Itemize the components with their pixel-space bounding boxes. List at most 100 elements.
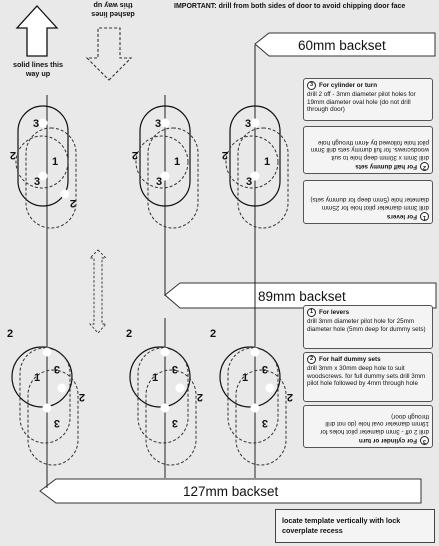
pilot-hole	[60, 189, 70, 199]
lever-circle-solid	[219, 346, 281, 408]
note-title: For levers	[386, 213, 417, 221]
important-note: IMPORTANT: drill from both sides of door…	[174, 3, 406, 10]
hole-number-1: 1	[264, 156, 270, 168]
pilot-hole	[265, 383, 275, 393]
hole-number-2: 2	[210, 328, 216, 340]
upper-group-89: 3 3 1 2	[132, 105, 199, 229]
hole-number-2: 2	[70, 197, 76, 209]
lever-circle-solid	[129, 346, 191, 408]
hole-number-3: 3	[34, 176, 40, 188]
hole-number-2: 2	[222, 149, 228, 161]
pilot-hole	[250, 171, 260, 181]
pilot-hole	[57, 383, 67, 393]
backset-arrow-127	[39, 478, 422, 504]
note-body: drill 3mm diameter pilot hole for 25mm d…	[310, 196, 429, 211]
oval-slot-dashed	[145, 369, 197, 466]
hole-number-3: 3	[54, 417, 60, 429]
solid-up-arrow	[15, 5, 59, 57]
pilot-hole	[42, 347, 52, 357]
lever-circle-solid	[11, 346, 73, 408]
hole-number-1: 1	[242, 372, 248, 384]
oval-slot-solid	[139, 105, 191, 207]
hole-number-2: 2	[126, 328, 132, 340]
note-title: For levers	[319, 308, 350, 316]
pilot-hole	[160, 171, 170, 181]
solid-lines-label: solid lines this way up	[13, 60, 63, 78]
lower-group-89: 2 1 3 2 3	[126, 328, 203, 466]
lever-circle-dashed	[15, 135, 69, 189]
backset-label-127: 127mm backset	[183, 484, 279, 499]
note-body: drill 2 off - 3mm diameter pilot holes f…	[307, 91, 416, 114]
oval-slot-dashed	[237, 127, 289, 229]
oval-slot-dashed	[147, 127, 199, 229]
oval-slot-dashed	[25, 127, 77, 229]
note-body: drill 2 off - 3mm diameter pilot holes f…	[320, 412, 429, 435]
note-title: For cylinder or turn	[358, 437, 417, 445]
oval-slot-dashed	[27, 369, 79, 466]
oval-slot-solid	[17, 105, 69, 207]
note-number: 1	[420, 212, 429, 221]
backset-label-89: 89mm backset	[258, 289, 346, 304]
hole-number-3: 3	[246, 176, 252, 188]
hole-number-1: 1	[174, 156, 180, 168]
note-number: 3	[420, 436, 429, 445]
backset-label-60: 60mm backset	[298, 38, 386, 53]
hole-number-1: 1	[34, 372, 40, 384]
pilot-hole	[250, 347, 260, 357]
hole-number-2: 2	[10, 149, 16, 161]
hole-number-3: 3	[262, 363, 268, 375]
lever-circle-dashed	[225, 135, 279, 189]
hole-number-3: 3	[245, 118, 251, 130]
note-number: 2	[307, 355, 316, 364]
vertical-dashed-arrow	[88, 249, 108, 334]
hole-number-3: 3	[156, 176, 162, 188]
pilot-hole	[175, 383, 185, 393]
pilot-hole	[250, 118, 260, 128]
hole-number-3: 3	[33, 118, 39, 130]
pilot-hole	[160, 403, 170, 413]
pilot-hole	[250, 403, 260, 413]
oval-slot-dashed	[235, 369, 287, 466]
lever-circle-dashed	[135, 135, 189, 189]
lower-group-60: 2 1 3 2 3	[210, 328, 293, 466]
hole-number-2: 2	[79, 391, 85, 403]
hole-number-1: 1	[152, 372, 158, 384]
pilot-hole	[160, 118, 170, 128]
hole-number-3: 3	[54, 363, 60, 375]
upper-group-60: 3 3 1 2	[222, 105, 289, 229]
hole-number-3: 3	[172, 417, 178, 429]
oval-slot-solid	[229, 105, 281, 207]
dashed-lines-label: dashed lines this way up	[91, 1, 135, 19]
pilot-hole	[38, 118, 48, 128]
lower-group-127: 2 1 3 2 3	[7, 328, 85, 466]
note-title: For cylinder or turn	[319, 81, 378, 89]
note-title: For half dummy sets	[319, 355, 381, 363]
hole-number-2: 2	[197, 391, 203, 403]
note-body: drill 3mm x 30mm deep hole to suit woods…	[307, 365, 426, 388]
hole-number-3: 3	[155, 118, 161, 130]
hole-number-1: 1	[52, 156, 58, 168]
hole-number-3: 3	[172, 363, 178, 375]
hole-number-3: 3	[262, 417, 268, 429]
note-body: drill 3mm diameter pilot hole for 25mm d…	[307, 318, 426, 333]
hole-number-2: 2	[287, 391, 293, 403]
note-number: 2	[420, 162, 429, 171]
note-body: drill 3mm x 30mm deep hole to suit woods…	[310, 138, 429, 161]
pilot-hole	[160, 347, 170, 357]
hole-number-2: 2	[7, 328, 13, 340]
pilot-hole	[38, 171, 48, 181]
hole-number-2: 2	[132, 149, 138, 161]
note-number: 1	[307, 308, 316, 317]
note-title: For half dummy sets	[355, 163, 417, 171]
locate-template-note: locate template vertically with lock cov…	[275, 509, 435, 543]
backset-arrow-89	[164, 282, 437, 309]
pilot-hole	[42, 403, 52, 413]
note-number: 3	[307, 81, 316, 90]
